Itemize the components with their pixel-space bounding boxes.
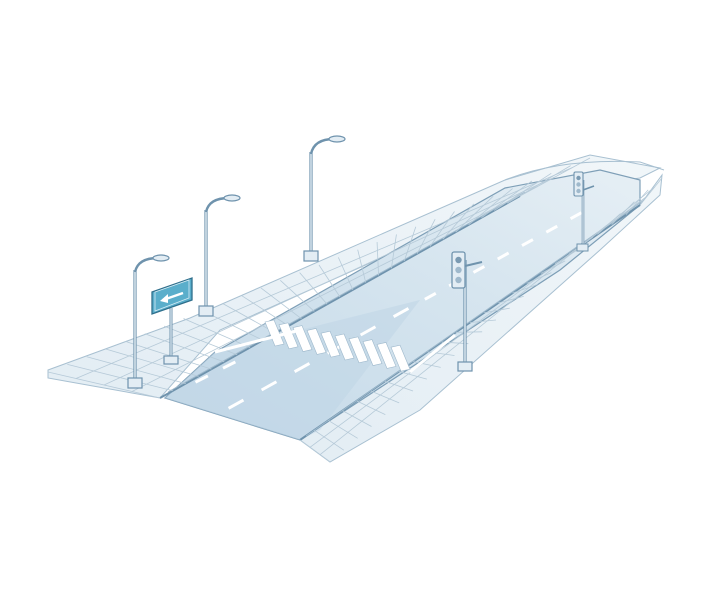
- road-shadow-band: [165, 300, 420, 440]
- tile-line: [356, 400, 386, 416]
- traffic-light-icon: [573, 171, 595, 252]
- direction-sign: [151, 277, 193, 365]
- tile-line: [376, 242, 379, 276]
- tile-line: [498, 295, 524, 304]
- lane-dash: [569, 211, 583, 221]
- tile-line: [540, 260, 566, 274]
- right-sidewalk-tiles: [299, 177, 663, 463]
- lane-dash: [260, 380, 278, 392]
- tile-line: [391, 234, 397, 269]
- tile-line: [468, 188, 513, 226]
- lane-dash: [521, 238, 534, 247]
- tile-line: [299, 272, 328, 305]
- crosswalk: [264, 319, 411, 372]
- tile-line: [299, 439, 331, 463]
- tile-line: [554, 248, 580, 265]
- crosswalk-stripe: [348, 336, 369, 364]
- tile-line: [469, 319, 497, 323]
- left-curb-inner: [167, 191, 526, 393]
- tile-line: [625, 189, 649, 216]
- tile-line: [519, 157, 591, 197]
- tile-line: [494, 172, 552, 211]
- crosswalk-stripe: [390, 344, 411, 372]
- left-sidewalk-tiles: [47, 157, 591, 399]
- far-edge-sketch: [504, 160, 665, 181]
- tile-line: [328, 420, 358, 439]
- lane-dash: [496, 251, 510, 261]
- crosswalk-stripe: [376, 342, 397, 369]
- tile-line: [105, 348, 199, 377]
- tile-line: [241, 295, 289, 327]
- lane-dash: [194, 374, 209, 384]
- tile-line: [318, 264, 341, 298]
- lane-dash: [359, 325, 377, 337]
- tile-line: [442, 203, 475, 240]
- tile-line: [222, 302, 276, 334]
- tile-line: [403, 226, 417, 262]
- lane-dash: [222, 360, 237, 370]
- tile-line: [67, 363, 173, 392]
- tile-line: [337, 257, 354, 290]
- tile-line: [47, 371, 161, 399]
- traffic-light-icon: [451, 251, 483, 372]
- tile-line: [413, 361, 441, 368]
- tile-line: [399, 371, 427, 380]
- tile-line: [357, 249, 367, 283]
- lane-dash: [545, 224, 558, 234]
- tile-line: [597, 213, 621, 235]
- tile-line: [384, 380, 414, 392]
- tile-line: [611, 201, 635, 225]
- tile-line: [639, 177, 663, 206]
- lane-dash: [472, 265, 486, 274]
- tile-line: [260, 287, 302, 319]
- stop-line-right: [409, 333, 456, 374]
- tile-line: [280, 279, 315, 312]
- arrow-left-icon: [160, 291, 184, 303]
- tile-line: [481, 180, 533, 218]
- tile-line: [342, 410, 372, 427]
- tile-line: [125, 341, 212, 370]
- crosswalk-stripe: [334, 333, 355, 361]
- tile-line: [370, 390, 400, 404]
- tile-line: [526, 272, 552, 284]
- tile-line: [144, 333, 225, 363]
- tile-line: [583, 225, 607, 245]
- lane-dash: [424, 291, 437, 301]
- tile-line: [484, 307, 510, 314]
- left-sidewalk: [47, 154, 662, 399]
- street-lamp-icon: [198, 194, 241, 317]
- crosswalk-stripe: [306, 328, 327, 355]
- crosswalk-stripe: [278, 322, 299, 350]
- tile-line: [313, 429, 345, 451]
- tile-line: [512, 284, 538, 294]
- street-lamp-icon: [127, 254, 170, 389]
- street-lamp-icon: [303, 135, 346, 262]
- right-curb-inner: [305, 199, 645, 437]
- lane-dash: [392, 307, 410, 318]
- stop-line-left: [214, 328, 301, 354]
- lane-dash: [227, 398, 245, 410]
- lane-dash: [293, 362, 311, 373]
- crosswalk-stripe: [362, 339, 383, 366]
- tile-line: [183, 318, 251, 348]
- tile-line: [455, 195, 494, 233]
- tile-line: [506, 165, 571, 204]
- tile-line: [416, 218, 436, 254]
- crosswalk-stripe: [320, 330, 341, 358]
- tile-line: [429, 211, 455, 247]
